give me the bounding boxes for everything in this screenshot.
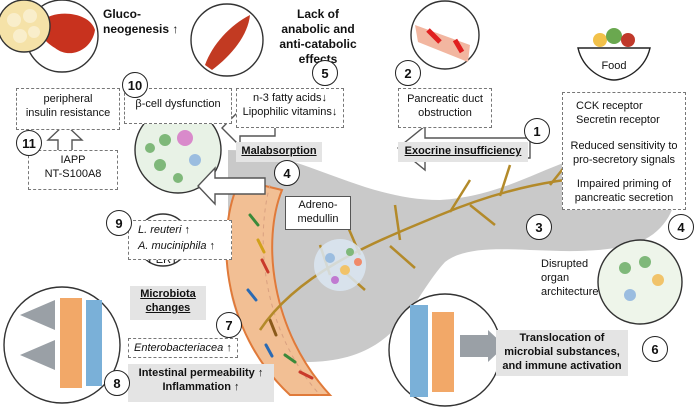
gluconeogenesis-label: Gluco- neogenesis ↑ bbox=[103, 7, 179, 36]
peripheral-ir-label: peripheral insulin resistance bbox=[25, 93, 111, 119]
a-muciniphila-arrow: ↑ bbox=[209, 240, 216, 252]
l-reuteri-label: L. reuteri bbox=[138, 224, 182, 236]
exocrine-label: Exocrine insufficiency bbox=[404, 145, 522, 157]
permeability-box bbox=[128, 364, 274, 402]
liver bbox=[39, 13, 95, 54]
step-8: 8 bbox=[104, 370, 130, 396]
impaired-priming-label: Impaired priming of pancreatic secretion bbox=[574, 178, 674, 204]
entero-label: Enterobacteriacea bbox=[134, 342, 224, 354]
step-2: 2 bbox=[395, 60, 421, 86]
step-3: 3 bbox=[526, 214, 552, 240]
peripheral-ir-box bbox=[16, 88, 120, 130]
l-reuteri-arrow: ↑ bbox=[184, 224, 190, 236]
microbiota-box bbox=[130, 286, 206, 320]
microbes bbox=[246, 213, 314, 380]
food-label: Food bbox=[601, 60, 627, 72]
step-9: 9 bbox=[106, 210, 132, 236]
disrupted-label: Disrupted organ architecture bbox=[541, 258, 599, 298]
adrenomedullin-label: Adreno- medullin bbox=[285, 196, 351, 230]
species-box bbox=[128, 220, 232, 260]
beta-cell-label: β-cell dysfunction bbox=[135, 98, 221, 110]
receptor-label: CCK receptor Secretin receptor bbox=[576, 100, 660, 126]
fatty-acids-label: n-3 fatty acids↓ Lipophilic vitamins↓ bbox=[242, 92, 338, 118]
step-7: 7 bbox=[216, 312, 242, 338]
microbiota-label: Microbiota changes bbox=[140, 288, 196, 314]
translocation-box bbox=[496, 330, 628, 376]
adipose-bubble bbox=[0, 0, 51, 53]
malabsorption-label: Malabsorption bbox=[241, 145, 317, 157]
malabsorption-box bbox=[236, 142, 322, 162]
duct-obstruction-label: Pancreatic duct obstruction bbox=[407, 93, 483, 119]
step-5: 5 bbox=[312, 60, 338, 86]
reduced-sensitivity-label: Reduced sensitivity to pro-secretory sig… bbox=[570, 140, 678, 166]
exocrine-box bbox=[398, 142, 528, 162]
muscle bbox=[205, 15, 250, 70]
step-4-left: 4 bbox=[274, 160, 300, 186]
entero-box bbox=[128, 338, 238, 358]
translocation-label: Translocation of microbial substances, a… bbox=[502, 332, 622, 372]
step-1: 1 bbox=[524, 118, 550, 144]
receptor-box bbox=[562, 92, 686, 210]
a-muciniphila-row: A. muciniphila ↑ bbox=[138, 240, 215, 254]
food-bowl bbox=[577, 47, 651, 81]
duct-obstruction-box bbox=[398, 88, 492, 128]
iapp-box bbox=[28, 150, 118, 190]
a-muciniphila-label: A. muciniphila bbox=[138, 240, 207, 252]
iapp-label: IAPP NT-S100A8 bbox=[44, 154, 102, 180]
step-10: 10 bbox=[122, 72, 148, 98]
entero-arrow: ↑ bbox=[226, 342, 232, 354]
entero-row: Enterobacteriacea ↑ bbox=[134, 342, 232, 356]
islet-cluster bbox=[314, 239, 366, 291]
step-6: 6 bbox=[642, 336, 668, 362]
disrupted-circle bbox=[597, 239, 683, 325]
lack-effects-label: Lack of anabolic and anti-catabolic effe… bbox=[279, 7, 357, 66]
permeability-label: Intestinal permeability ↑ Inflammation ↑ bbox=[138, 367, 264, 393]
fatty-acids-box bbox=[236, 88, 344, 128]
l-reuteri-row: L. reuteri ↑ bbox=[138, 224, 190, 238]
step-4-right: 4 bbox=[668, 214, 694, 240]
step-11: 11 bbox=[16, 130, 42, 156]
